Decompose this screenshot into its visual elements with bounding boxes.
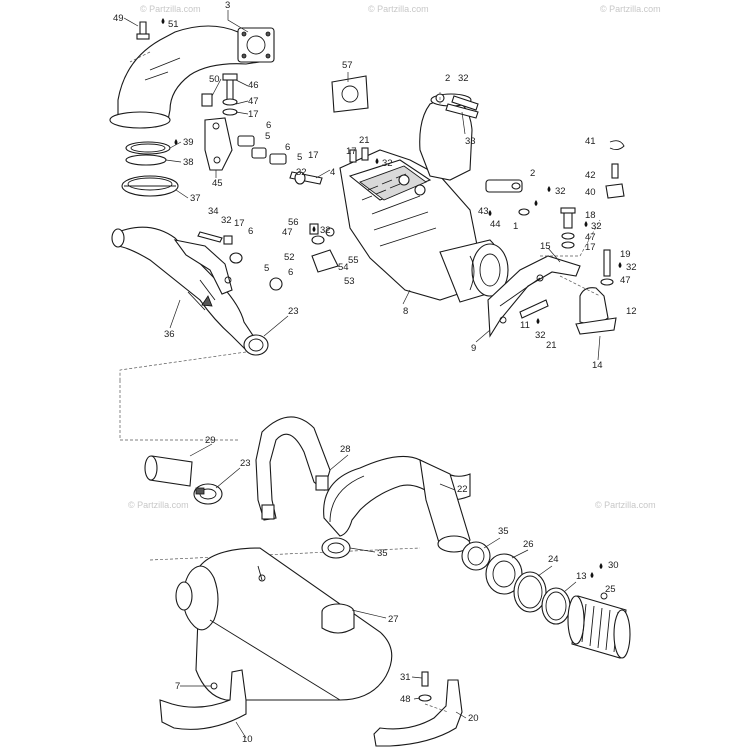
callout-41: 41 (585, 136, 596, 147)
callout-55: 55 (348, 255, 359, 266)
callout-8: 8 (403, 306, 408, 317)
callout-5: 5 (265, 131, 270, 142)
callout-24: 24 (548, 554, 559, 565)
callout-12: 47 (620, 275, 631, 286)
callout-21: 21 (359, 135, 370, 146)
callout-29: 29 (205, 435, 216, 446)
callout-49: 49 (113, 13, 124, 24)
callout-28: 28 (340, 444, 351, 455)
callout-32: 32 (626, 262, 637, 273)
callout-32: 32 (382, 158, 393, 169)
callout-32: 32 (221, 215, 232, 226)
callout-2: 2 (530, 168, 535, 179)
watermark-text: © Partzilla.com (595, 500, 656, 510)
callout-37: 37 (190, 193, 201, 204)
callout-11: 11 (520, 320, 530, 331)
watermark-text: © Partzilla.com (128, 500, 189, 510)
callout-4: 4 (330, 167, 335, 178)
callout-16: 12 (626, 306, 637, 317)
callout-22: 22 (457, 484, 468, 495)
watermark-text: © Partzilla.com (140, 4, 201, 14)
callout-42: 42 (585, 170, 596, 181)
callout-17: 17 (248, 109, 259, 120)
watermark-text: © Partzilla.com (600, 4, 661, 14)
callout-44: 44 (490, 219, 501, 230)
upper-exhaust-assembly (109, 21, 625, 356)
callout-17: 17 (308, 150, 319, 161)
callout-7: 7 (175, 681, 180, 692)
callout-51: 51 (168, 19, 179, 30)
callout-20: 20 (468, 713, 479, 724)
callout-32: 32 (296, 167, 307, 178)
guide-lines-upper (119, 51, 601, 380)
watermark-text: © Partzilla.com (368, 4, 429, 14)
callout-26: 26 (523, 539, 534, 550)
callout-5: 5 (264, 263, 269, 274)
callout-32: 32 (555, 186, 566, 197)
callout-43: 43 (478, 206, 489, 217)
callout-32: 32 (320, 225, 331, 236)
callout-23: 23 (288, 306, 299, 317)
callout-19: 19 (620, 249, 631, 260)
callout-23: 23 (240, 458, 251, 469)
callout-46: 46 (248, 80, 259, 91)
callout-32: 32 (535, 330, 546, 341)
callout-6: 6 (288, 267, 293, 278)
callout-10: 10 (242, 734, 253, 745)
callout-47: 47 (248, 96, 259, 107)
callout-34: 34 (208, 206, 219, 217)
callout-6: 6 (266, 120, 271, 131)
callout-5: 5 (297, 152, 302, 163)
callout-6: 6 (248, 226, 253, 237)
callout-52: 52 (284, 252, 295, 263)
callout-36: 36 (164, 329, 175, 340)
callout-30: 30 (608, 560, 619, 571)
callout-32: 32 (591, 221, 602, 232)
callout-53: 53 (344, 276, 355, 287)
callout-2: 2 (445, 73, 450, 84)
lower-exhaust-assembly (119, 380, 631, 747)
callout-39: 39 (183, 137, 194, 148)
callout-9: 9 (471, 343, 476, 354)
callout-15: 15 (540, 241, 551, 252)
callout-35: 35 (377, 548, 388, 559)
callout-13: 13 (576, 571, 587, 582)
callout-40: 40 (585, 187, 596, 198)
callout-14: 14 (592, 360, 603, 371)
callout-38: 38 (183, 157, 194, 168)
callout-3: 3 (225, 0, 230, 11)
callout-47: 47 (585, 232, 596, 243)
callout-35: 35 (498, 526, 509, 537)
callout-12: 47 (282, 227, 293, 238)
callout-18: 18 (585, 210, 596, 221)
callout-17: 17 (234, 218, 245, 229)
callout-31: 31 (400, 672, 411, 683)
callout-labels: 49 51 3 50 46 47 17 57 2 32 33 39 38 37 … (113, 0, 637, 745)
callout-33: 33 (465, 136, 476, 147)
callout-57: 57 (342, 60, 353, 71)
callout-17: 17 (585, 242, 596, 253)
callout-17: 17 (346, 146, 357, 157)
callout-6: 6 (285, 142, 290, 153)
callout-32: 32 (458, 73, 469, 84)
callout-1: 1 (513, 221, 518, 232)
callout-48: 48 (400, 694, 411, 705)
callout-27: 27 (388, 614, 399, 625)
leader-lines (123, 10, 601, 739)
callout-56: 56 (288, 217, 299, 228)
callout-54: 54 (338, 262, 349, 273)
callout-50: 50 (209, 74, 220, 85)
callout-45: 45 (212, 178, 223, 189)
callout-21: 21 (546, 340, 557, 351)
callout-25: 25 (605, 584, 616, 595)
